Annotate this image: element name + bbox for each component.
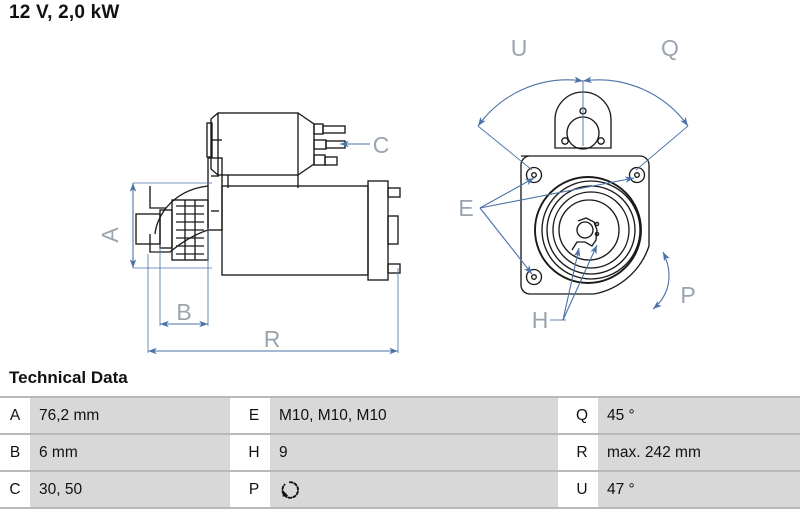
label-r: R	[264, 326, 281, 352]
label-u: U	[511, 35, 528, 61]
side-view-dimensions	[129, 140, 399, 355]
rotation-direction-icon	[279, 479, 301, 501]
row-key-a: A	[0, 396, 30, 434]
row-value-p	[270, 470, 558, 509]
label-c: C	[373, 132, 390, 158]
column-spacer	[230, 470, 238, 509]
label-q: Q	[661, 35, 679, 61]
row-key-u: U	[566, 470, 598, 509]
column-spacer	[230, 396, 238, 434]
row-key-r: R	[566, 433, 598, 471]
label-e: E	[458, 195, 473, 221]
front-view-drawing	[520, 91, 650, 295]
table-row: B 6 mm H 9 R max. 242 mm	[0, 433, 800, 471]
side-view-labels: A B C R	[97, 132, 389, 352]
row-key-h: H	[238, 433, 270, 471]
table-row: A 76,2 mm E M10, M10, M10 Q 45 °	[0, 396, 800, 434]
row-value-q: 45 °	[598, 396, 800, 434]
column-spacer	[558, 470, 566, 509]
row-key-p: P	[238, 470, 270, 509]
front-view-dimensions	[477, 76, 689, 321]
row-value-h: 9	[270, 433, 558, 471]
front-view-labels: U Q E H P	[458, 35, 695, 333]
row-value-u: 47 °	[598, 470, 800, 509]
row-value-c: 30, 50	[30, 470, 230, 509]
label-b: B	[176, 299, 191, 325]
technical-drawing: A B C R	[0, 28, 800, 358]
technical-data-table: A 76,2 mm E M10, M10, M10 Q 45 ° B 6 mm …	[0, 396, 800, 509]
table-row: C 30, 50 P U 47 °	[0, 470, 800, 509]
column-spacer	[558, 396, 566, 434]
row-key-c: C	[0, 470, 30, 509]
label-h: H	[532, 307, 549, 333]
page-title: 12 V, 2,0 kW	[9, 2, 120, 23]
label-a: A	[97, 227, 123, 243]
row-value-e: M10, M10, M10	[270, 396, 558, 434]
row-value-a: 76,2 mm	[30, 396, 230, 434]
column-spacer	[230, 433, 238, 471]
row-value-r: max. 242 mm	[598, 433, 800, 471]
side-view-drawing	[135, 112, 401, 281]
technical-data-heading: Technical Data	[9, 368, 128, 387]
row-key-b: B	[0, 433, 30, 471]
label-p: P	[680, 282, 695, 308]
row-value-b: 6 mm	[30, 433, 230, 471]
column-spacer	[558, 433, 566, 471]
row-key-q: Q	[566, 396, 598, 434]
row-key-e: E	[238, 396, 270, 434]
